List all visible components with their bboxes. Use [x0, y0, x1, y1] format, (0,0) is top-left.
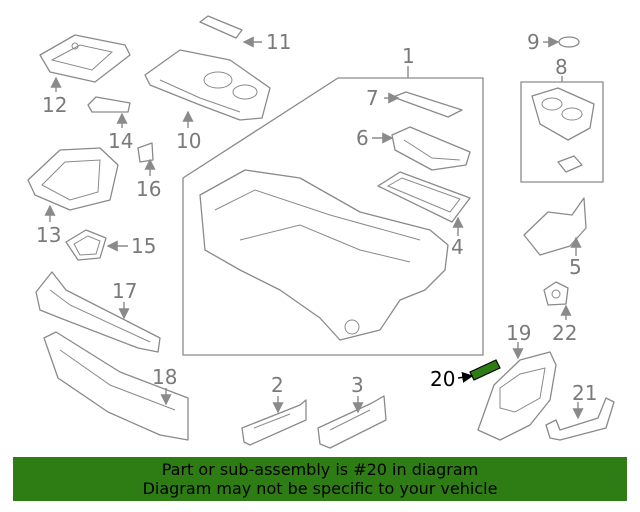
part-4-mat[interactable] — [377, 171, 471, 223]
callout-6[interactable]: 6 — [356, 126, 369, 150]
part-12-armrest-lid[interactable] — [39, 34, 131, 83]
callout-16[interactable]: 16 — [136, 177, 161, 201]
part-10-upper-finish-panel[interactable] — [144, 49, 271, 121]
callout-11[interactable]: 11 — [266, 30, 291, 54]
notice-line-1: Part or sub-assembly is #20 in diagram — [161, 460, 479, 479]
part-21-trim[interactable] — [545, 397, 615, 441]
part-9-ring[interactable] — [558, 36, 580, 48]
callout-12[interactable]: 12 — [42, 93, 67, 117]
callout-21[interactable]: 21 — [572, 381, 597, 405]
part-16-clip[interactable] — [137, 142, 154, 163]
callout-5[interactable]: 5 — [569, 255, 582, 279]
callout-9[interactable]: 9 — [527, 30, 540, 54]
part-7-pad[interactable] — [392, 91, 463, 118]
callout-14[interactable]: 14 — [108, 129, 133, 153]
callout-15[interactable]: 15 — [131, 234, 156, 258]
callout-3[interactable]: 3 — [351, 373, 364, 397]
part-1-console-body[interactable] — [199, 169, 449, 341]
callout-20[interactable]: 20 — [430, 367, 455, 391]
leader-lines — [44, 36, 584, 420]
part-14-bracket[interactable] — [87, 96, 131, 113]
part-19-rear-panel[interactable] — [477, 351, 557, 441]
main-console-frame — [182, 77, 484, 356]
callout-2[interactable]: 2 — [271, 373, 284, 397]
callout-4[interactable]: 4 — [451, 235, 464, 259]
part-3-bracket[interactable] — [317, 395, 387, 449]
part-6-tray[interactable] — [391, 126, 471, 171]
callout-7[interactable]: 7 — [366, 86, 379, 110]
callout-17[interactable]: 17 — [112, 279, 137, 303]
part-11-trim-strip[interactable] — [199, 15, 243, 39]
part-8-cupholder[interactable] — [531, 87, 595, 173]
notice-line-2: Diagram may not be specific to your vehi… — [142, 479, 498, 498]
part-2-bracket[interactable] — [241, 399, 307, 446]
callout-10[interactable]: 10 — [176, 129, 201, 153]
callout-1[interactable]: 1 — [402, 44, 415, 68]
part-15-mat[interactable] — [65, 229, 107, 261]
cupholder-frame — [520, 81, 604, 183]
callout-labels: 1 7 6 4 9 8 5 22 19 20 21 11 12 10 14 16… — [36, 30, 597, 405]
part-20-highlighted[interactable] — [469, 359, 501, 381]
part-13-storage-bin[interactable] — [27, 147, 119, 211]
part-18-side-panel[interactable] — [43, 331, 189, 441]
callout-18[interactable]: 18 — [152, 365, 177, 389]
callout-19[interactable]: 19 — [506, 321, 531, 345]
callout-13[interactable]: 13 — [36, 223, 61, 247]
callout-22[interactable]: 22 — [552, 321, 577, 345]
callout-8[interactable]: 8 — [555, 55, 568, 79]
notice-banner: Part or sub-assembly is #20 in diagram D… — [13, 457, 627, 501]
part-22-switch[interactable] — [543, 281, 569, 306]
part-17-side-rail[interactable] — [35, 271, 161, 353]
